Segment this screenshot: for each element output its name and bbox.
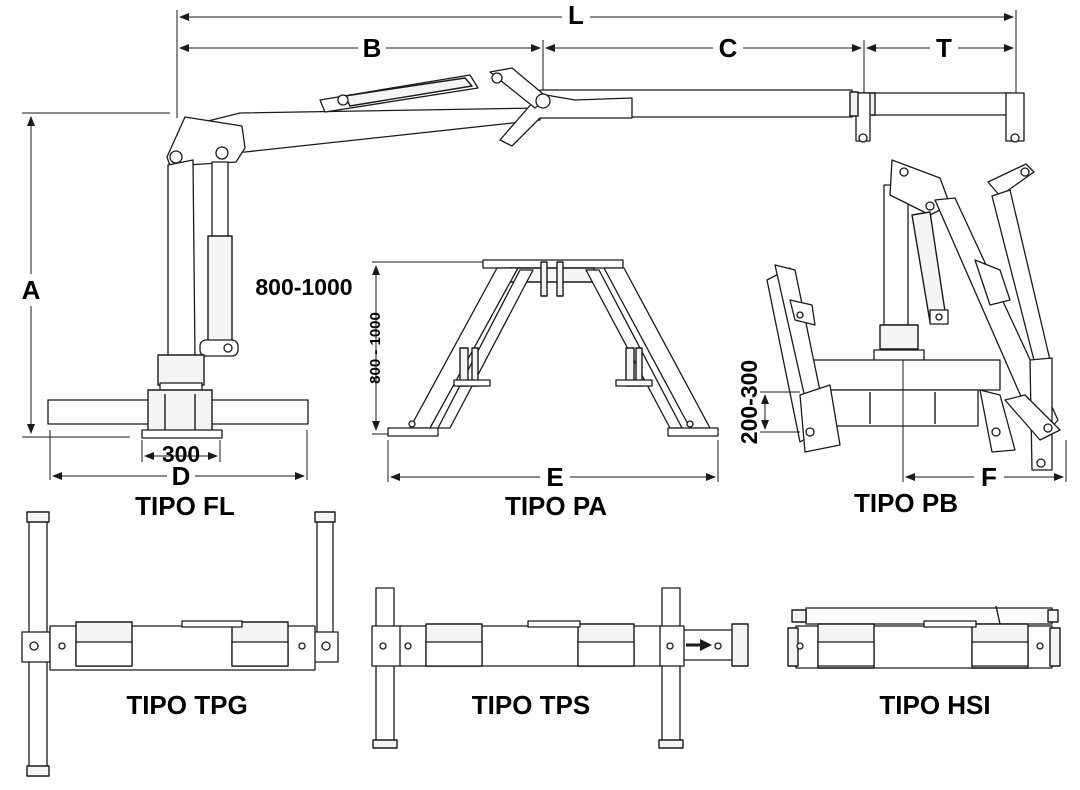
hsi-base-drawing xyxy=(787,605,1061,669)
caption-tipo-fl: TIPO FL xyxy=(135,491,235,521)
dim-label-c: C xyxy=(719,33,738,63)
caption-tipo-tpg: TIPO TPG xyxy=(126,690,247,720)
tpg-base-drawing xyxy=(21,511,339,777)
tps-base-drawing xyxy=(371,587,749,749)
dim-label-e: E xyxy=(546,462,563,492)
dim-label-d: D xyxy=(172,461,191,491)
pb-crane-drawing xyxy=(760,159,1067,482)
caption-tipo-pa: TIPO PA xyxy=(505,491,607,521)
caption-tipo-pb: TIPO PB xyxy=(854,488,958,518)
crane-boom-assembly xyxy=(22,67,1025,480)
dim-label-b: B xyxy=(363,33,382,63)
pa-height-label: 800-1000 xyxy=(255,274,352,300)
pa-stand-drawing xyxy=(372,259,719,482)
caption-tipo-hsi: TIPO HSI xyxy=(879,690,990,720)
pb-range-label: 200-300 xyxy=(736,360,762,444)
dim-label-l: L xyxy=(568,0,584,30)
caption-tipo-tps: TIPO TPS xyxy=(472,690,590,720)
dim-label-300: 300 xyxy=(162,441,200,467)
dim-label-t: T xyxy=(936,33,952,63)
pa-height-vertical-label: 800 - 1000 xyxy=(367,312,384,384)
dim-label-f: F xyxy=(981,462,997,492)
dim-label-a: A xyxy=(22,275,41,305)
